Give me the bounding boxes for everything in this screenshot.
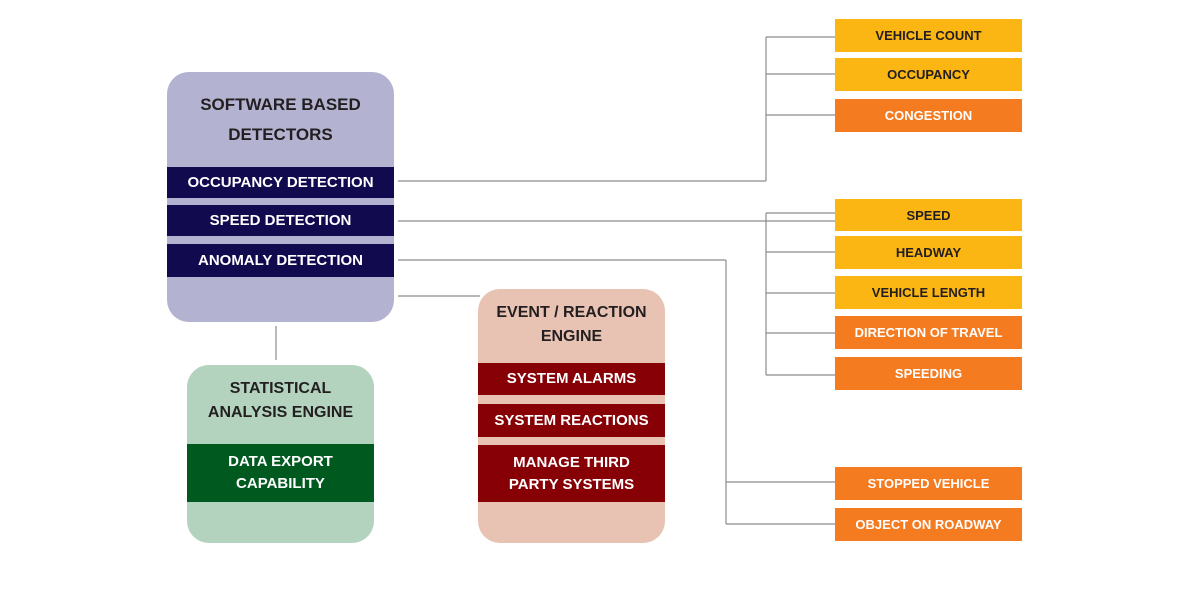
output-headway: HEADWAY [835,236,1022,269]
output-direction-of-travel: DIRECTION OF TRAVEL [835,316,1022,349]
software-detectors-title: SOFTWARE BASED DETECTORS [200,95,361,144]
output-speeding: SPEEDING [835,357,1022,390]
output-stopped-vehicle: STOPPED VEHICLE [835,467,1022,500]
event-engine-title: EVENT / REACTION ENGINE [496,304,647,345]
output-vehicle-count: VEHICLE COUNT [835,19,1022,52]
occupancy-detection-band: OCCUPANCY DETECTION [167,167,394,198]
manage-third-party-band: MANAGE THIRD PARTY SYSTEMS [478,445,665,502]
system-reactions-band: SYSTEM REACTIONS [478,404,665,437]
output-congestion: CONGESTION [835,99,1022,132]
statistical-engine-title: STATISTICAL ANALYSIS ENGINE [207,380,354,421]
data-export-band: DATA EXPORT CAPABILITY [187,444,374,502]
output-vehicle-length: VEHICLE LENGTH [835,276,1022,309]
output-object-on-roadway: OBJECT ON ROADWAY [835,508,1022,541]
system-alarms-band: SYSTEM ALARMS [478,363,665,395]
output-speed: SPEED [835,199,1022,231]
output-occupancy: OCCUPANCY [835,58,1022,91]
speed-detection-band: SPEED DETECTION [167,205,394,236]
anomaly-detection-band: ANOMALY DETECTION [167,244,394,277]
